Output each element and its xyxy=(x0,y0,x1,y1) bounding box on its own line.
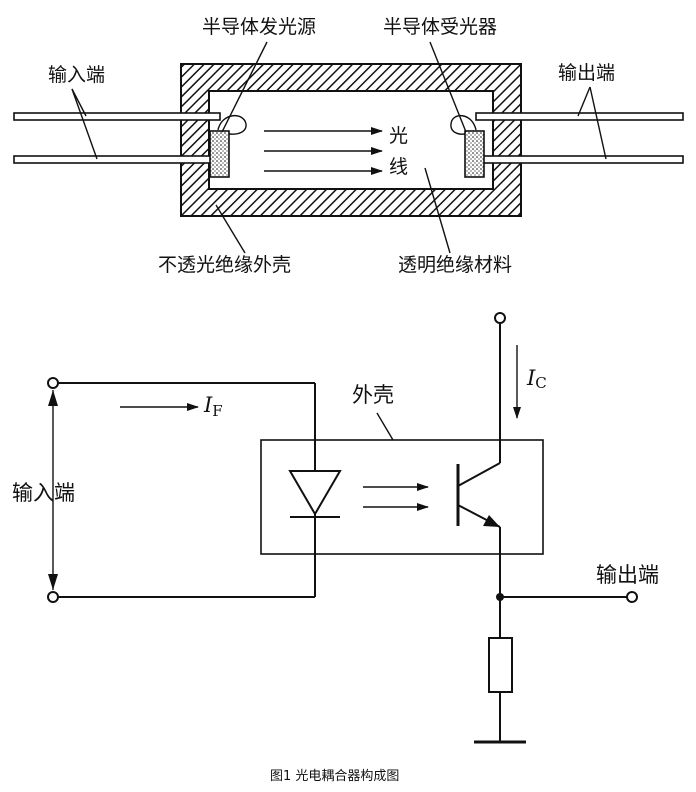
shell-label-bottom: 外壳 xyxy=(352,383,394,407)
load-resistor xyxy=(488,637,513,693)
phototransistor-symbol xyxy=(456,462,501,528)
shell-label: 不透光绝缘外壳 xyxy=(158,254,291,276)
led-symbol xyxy=(288,470,342,518)
input-terminal-top xyxy=(47,377,59,389)
physical-structure: 光 线 半导体发光源 半导体受光器 输入端 输出端 不透光绝缘外壳 透明绝缘材料 xyxy=(13,16,684,276)
light-arrows xyxy=(264,127,383,175)
transparent-label: 透明绝缘材料 xyxy=(398,254,512,276)
led-chip xyxy=(209,130,230,178)
input-terminal-bottom xyxy=(47,591,59,603)
output-terminal xyxy=(626,591,638,603)
circuit-diagram: 输入端 IF 外壳 IC xyxy=(12,312,659,744)
package-box xyxy=(260,439,544,555)
collector-terminal xyxy=(494,312,506,324)
input-label-bottom: 输入端 xyxy=(12,481,75,505)
if-label: IF xyxy=(203,393,223,420)
receiver-label: 半导体受光器 xyxy=(383,16,497,38)
output-label-top: 输出端 xyxy=(558,62,615,84)
receiver-chip xyxy=(464,130,485,178)
receiver-bond-wire xyxy=(450,115,477,135)
light-char-1: 光 xyxy=(389,125,408,147)
light-char-2: 线 xyxy=(389,156,408,178)
led-bond-wire xyxy=(217,115,247,135)
ic-label: IC xyxy=(526,366,547,392)
source-label: 半导体发光源 xyxy=(202,16,316,38)
output-label-bottom: 输出端 xyxy=(596,563,659,587)
input-label-top: 输入端 xyxy=(48,64,105,86)
figure-caption: 图1 光电耦合器构成图 xyxy=(270,769,399,784)
